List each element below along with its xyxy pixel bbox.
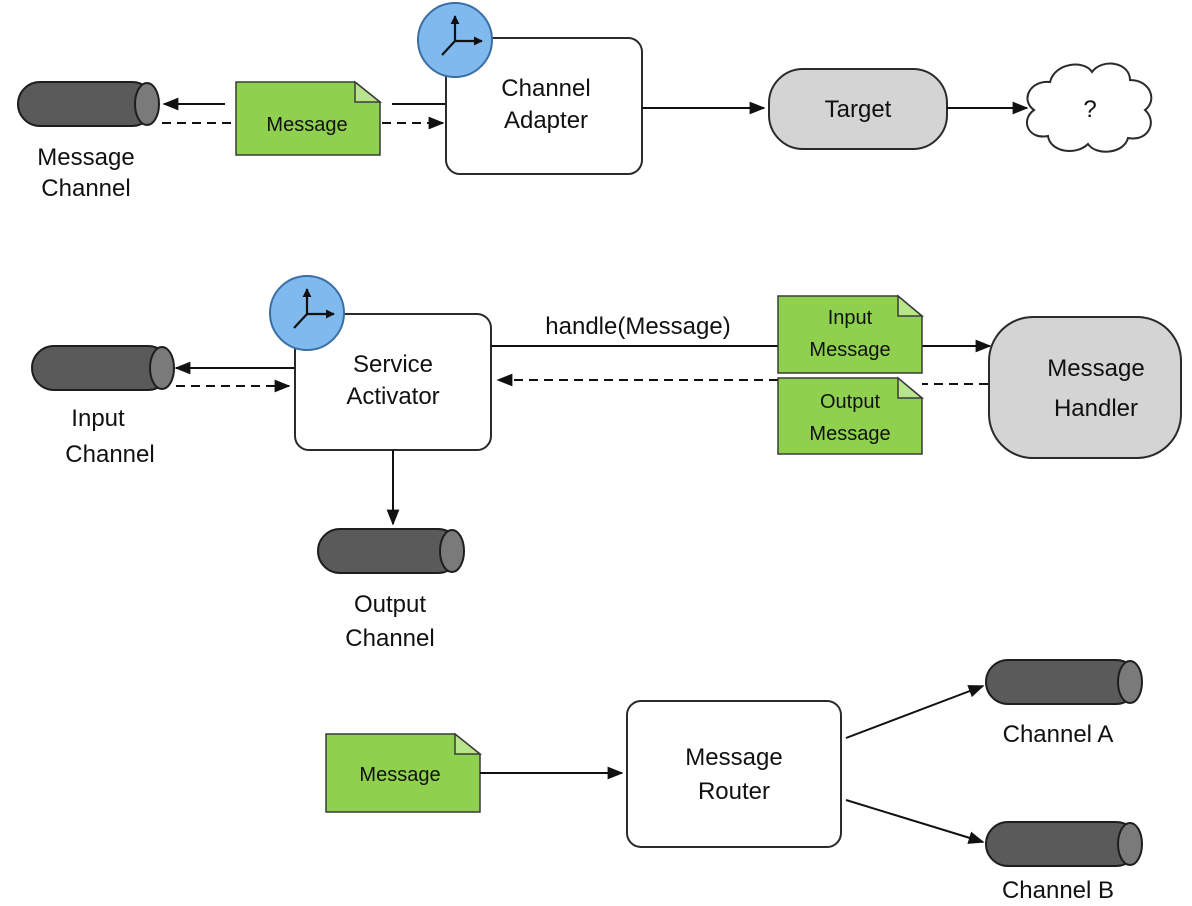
channel-adapter-label-line1: Channel bbox=[501, 75, 590, 102]
input-message-label-line2: Message bbox=[809, 339, 890, 361]
message-router-diagram: Message Message Router Channel A Channel… bbox=[325, 659, 1143, 904]
message-note-label: Message bbox=[266, 114, 347, 136]
message-handler-label-line1: Message bbox=[1047, 355, 1144, 382]
router-message-note: Message bbox=[325, 732, 483, 813]
channel-adapter-box bbox=[445, 37, 643, 175]
channel-a-label: Channel A bbox=[1003, 721, 1114, 748]
input-channel-cylinder bbox=[31, 345, 175, 391]
output-channel-label-line2: Channel bbox=[345, 625, 434, 652]
clock-icon bbox=[417, 2, 493, 78]
input-channel-label-line1: Input bbox=[71, 405, 125, 432]
input-message-label-line1: Input bbox=[828, 307, 873, 329]
channel-b-cylinder bbox=[985, 821, 1143, 867]
cloud-label: ? bbox=[1083, 96, 1096, 123]
cloud-shape: ? bbox=[1026, 62, 1153, 153]
router-to-channel-b-arrow bbox=[845, 799, 985, 844]
output-channel-cylinder bbox=[317, 528, 465, 574]
service-activator-label-line2: Activator bbox=[346, 383, 439, 410]
output-channel-label-line1: Output bbox=[354, 591, 426, 618]
message-channel-cylinder bbox=[17, 81, 160, 127]
output-message-note: Output Message bbox=[777, 376, 925, 455]
channel-a-cylinder bbox=[985, 659, 1143, 705]
input-message-note: Input Message bbox=[777, 294, 925, 374]
message-router-label-line1: Message bbox=[685, 744, 782, 771]
message-handler-node bbox=[988, 316, 1182, 459]
input-channel-label-line2: Channel bbox=[65, 441, 154, 468]
clock-icon bbox=[269, 275, 345, 351]
channel-adapter-diagram: Message Channel Message Channel Adapter … bbox=[17, 2, 1153, 202]
output-message-label-line2: Message bbox=[809, 423, 890, 445]
service-activator-label-line1: Service bbox=[353, 351, 433, 378]
message-channel-label-line2: Channel bbox=[41, 175, 130, 202]
message-router-label-line2: Router bbox=[698, 778, 770, 805]
output-message-label-line1: Output bbox=[820, 391, 880, 413]
router-message-label: Message bbox=[359, 764, 440, 786]
service-activator-diagram: Input Channel Service Activator handle(M… bbox=[31, 275, 1182, 652]
router-to-channel-a-arrow bbox=[845, 685, 985, 739]
target-label: Target bbox=[825, 96, 892, 123]
channel-adapter-label-line2: Adapter bbox=[504, 107, 588, 134]
handle-call-label: handle(Message) bbox=[545, 313, 730, 340]
message-note: Message bbox=[235, 80, 383, 156]
message-handler-label-line2: Handler bbox=[1054, 395, 1138, 422]
message-channel-label-line1: Message bbox=[37, 144, 134, 171]
message-router-box bbox=[626, 700, 842, 848]
channel-b-label: Channel B bbox=[1002, 877, 1114, 904]
